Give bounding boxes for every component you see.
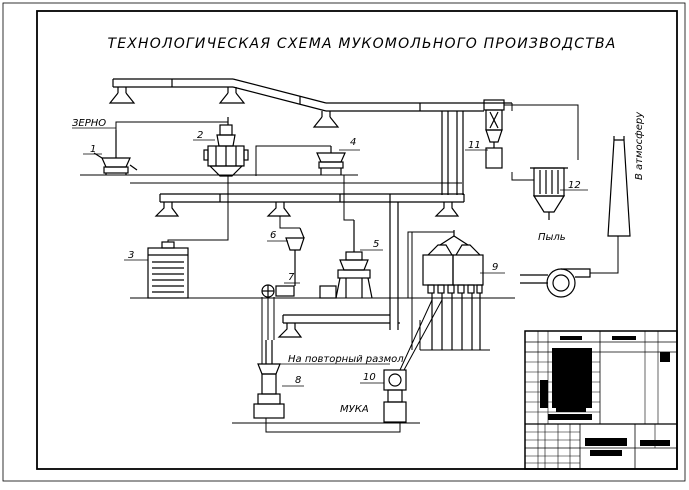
equipment-4 [316, 146, 346, 175]
vertical-duct-right [441, 111, 464, 195]
equipment-7 [261, 284, 295, 298]
equipment-1 [93, 130, 138, 175]
pipe-2-to-4 [255, 145, 331, 176]
regrind-label: На повторный размол [288, 354, 404, 365]
equipment-number-7: 7 [288, 272, 295, 283]
pipes-sifter-to-10 [399, 232, 490, 371]
lower-aspiration-duct [277, 314, 400, 338]
pipe-grain-to-2 [115, 121, 229, 130]
redacted-cells [540, 336, 670, 456]
pipe-5-to-9 [407, 231, 454, 298]
inner-frame [36, 10, 678, 470]
pipes-to-8 [261, 297, 401, 433]
grain-label: ЗЕРНО [72, 118, 106, 129]
equipment-5 [319, 220, 373, 299]
equipment-number-6: 6 [270, 230, 276, 241]
equipment-number-2: 2 [197, 130, 203, 141]
outer-border [2, 2, 686, 482]
exhaust-fan [520, 268, 591, 298]
duct-to-filter [504, 104, 579, 160]
equipment-9 [422, 230, 484, 350]
fan-to-stack [590, 236, 619, 274]
equipment-8 [253, 340, 285, 419]
atmosphere-label: В атмосферу [634, 111, 645, 180]
vertical-duct-center [389, 194, 399, 330]
pipe-to-6 [279, 216, 300, 229]
middle-aspiration-duct [154, 193, 465, 217]
equipment-3 [147, 241, 189, 299]
equipment-number-12: 12 [568, 180, 581, 191]
equipment-11 [483, 99, 505, 169]
equipment-number-3: 3 [128, 250, 134, 261]
diagram-title: ТЕХНОЛОГИЧЕСКАЯ СХЕМА МУКОМОЛЬНОГО ПРОИЗ… [107, 36, 616, 52]
pipe-2-to-3 [167, 176, 229, 242]
equipment-6 [285, 227, 305, 286]
pipe-4-to-5 [343, 175, 354, 221]
equipment-number-4: 4 [350, 137, 356, 148]
equipment-number-1: 1 [90, 144, 96, 155]
equipment-number-8: 8 [295, 375, 301, 386]
exhaust-stack [607, 136, 631, 237]
equipment-number-11: 11 [468, 140, 481, 151]
equipment-2 [203, 117, 249, 177]
equipment-number-10: 10 [363, 372, 376, 383]
duct-filter-inlet [511, 172, 534, 181]
dust-label: Пыль [538, 232, 566, 243]
equipment-12 [530, 167, 568, 220]
top-aspiration-duct [108, 78, 512, 128]
equipment-number-5: 5 [373, 239, 379, 250]
equipment-10 [383, 369, 407, 423]
flour-label: МУКА [340, 404, 369, 415]
equipment-number-9: 9 [492, 262, 498, 273]
